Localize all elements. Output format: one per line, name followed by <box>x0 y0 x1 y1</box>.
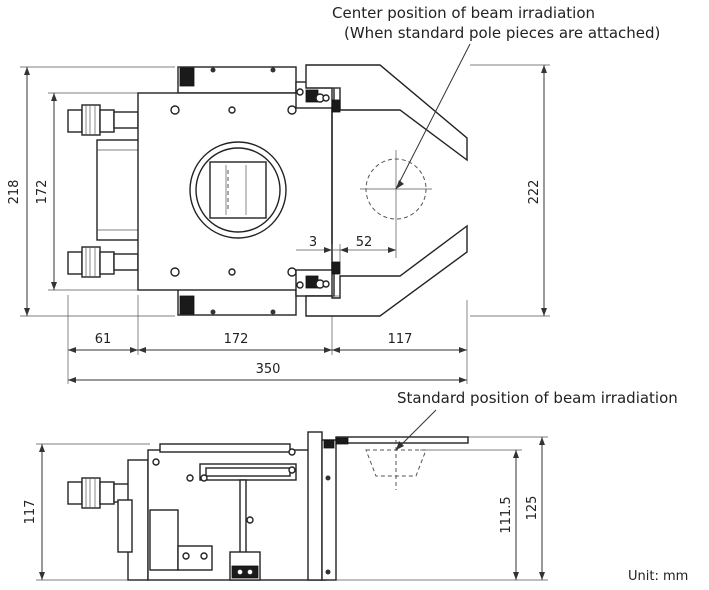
dim-111-5: 111.5 <box>499 496 514 533</box>
standard-position-label: Standard position of beam irradiation <box>397 389 678 407</box>
dim-117-side: 117 <box>23 500 38 525</box>
dim-172-vertical: 172 <box>35 180 50 205</box>
dim-52: 52 <box>356 235 373 250</box>
dim-117-top: 117 <box>388 332 413 347</box>
dim-125: 125 <box>525 496 540 521</box>
side-view <box>36 409 548 581</box>
unit-label: Unit: mm <box>628 569 688 584</box>
center-label-line1: Center position of beam irradiation <box>332 4 595 22</box>
dim-61: 61 <box>95 332 112 347</box>
dim-3: 3 <box>309 235 317 250</box>
center-label-line2: (When standard pole pieces are attached) <box>344 24 660 42</box>
dim-218: 218 <box>7 180 22 205</box>
dim-172-horizontal: 172 <box>224 332 249 347</box>
dim-222: 222 <box>527 180 542 205</box>
dim-350: 350 <box>256 362 281 377</box>
top-view <box>20 43 550 384</box>
